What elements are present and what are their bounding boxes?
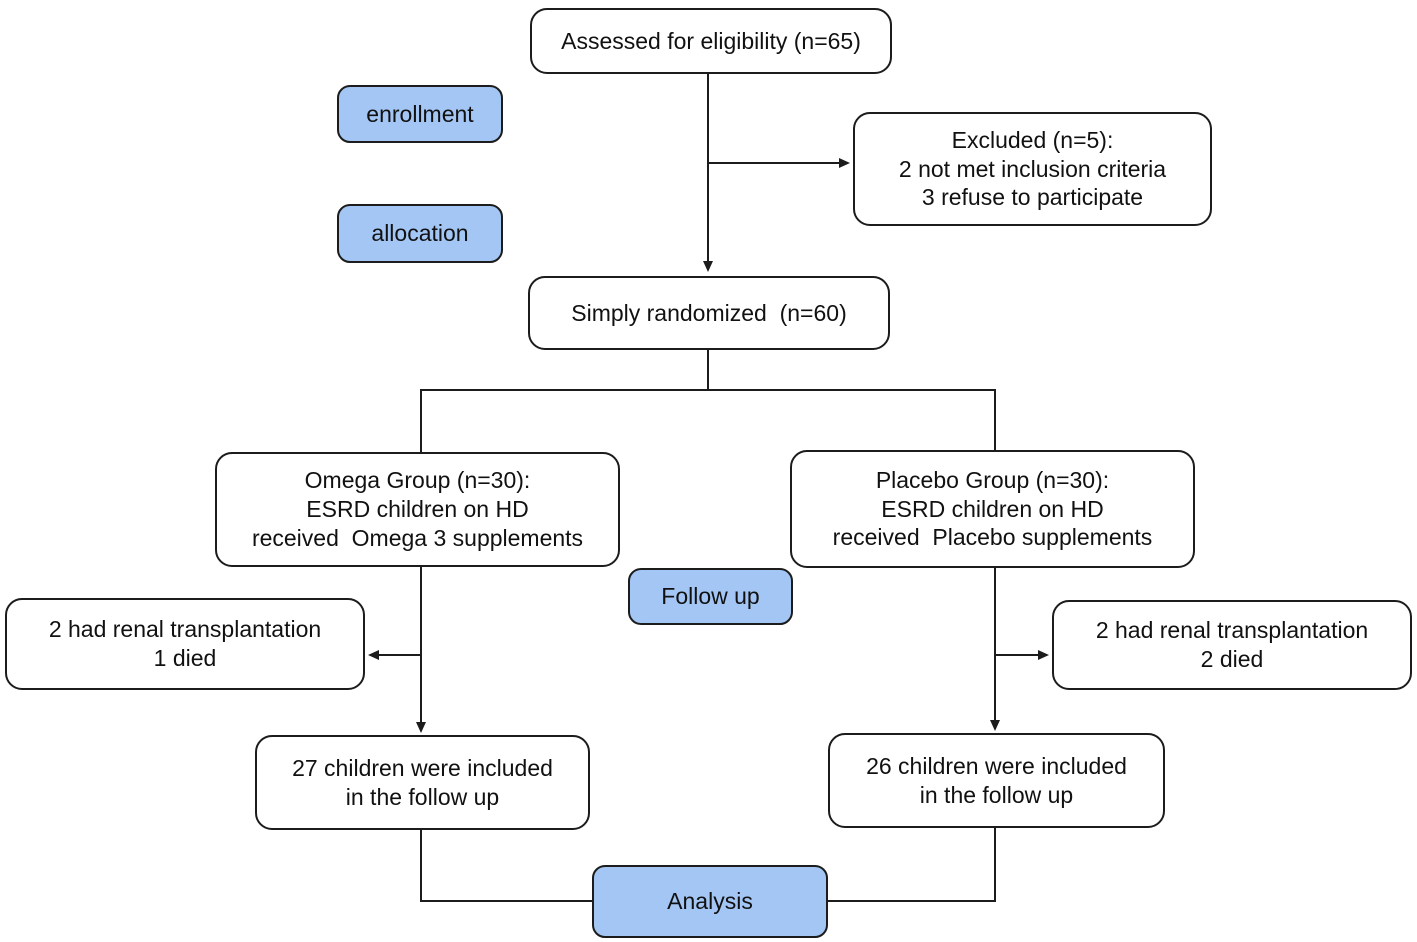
- node-omega-group: Omega Group (n=30): ESRD children on HD …: [215, 452, 620, 567]
- stage-label-analysis: Analysis: [592, 865, 828, 938]
- node-omega-followed: 27 children were included in the follow …: [255, 735, 590, 830]
- node-placebo-dropout: 2 had renal transplantation 2 died: [1052, 600, 1412, 690]
- node-assessed-eligibility: Assessed for eligibility (n=65): [530, 8, 892, 74]
- node-excluded: Excluded (n=5): 2 not met inclusion crit…: [853, 112, 1212, 226]
- line-placebo-followed-to-analysis: [828, 828, 996, 902]
- node-placebo-followed: 26 children were included in the follow …: [828, 733, 1165, 828]
- node-randomized: Simply randomized (n=60): [528, 276, 890, 350]
- stage-label-allocation: allocation: [337, 204, 503, 263]
- line-split-to-groups: [420, 389, 996, 452]
- stage-label-enrollment: enrollment: [337, 85, 503, 143]
- stage-label-follow-up: Follow up: [628, 568, 793, 625]
- line-omega-followed-to-analysis: [420, 830, 592, 902]
- node-omega-dropout: 2 had renal transplantation 1 died: [5, 598, 365, 690]
- node-placebo-group: Placebo Group (n=30): ESRD children on H…: [790, 450, 1195, 568]
